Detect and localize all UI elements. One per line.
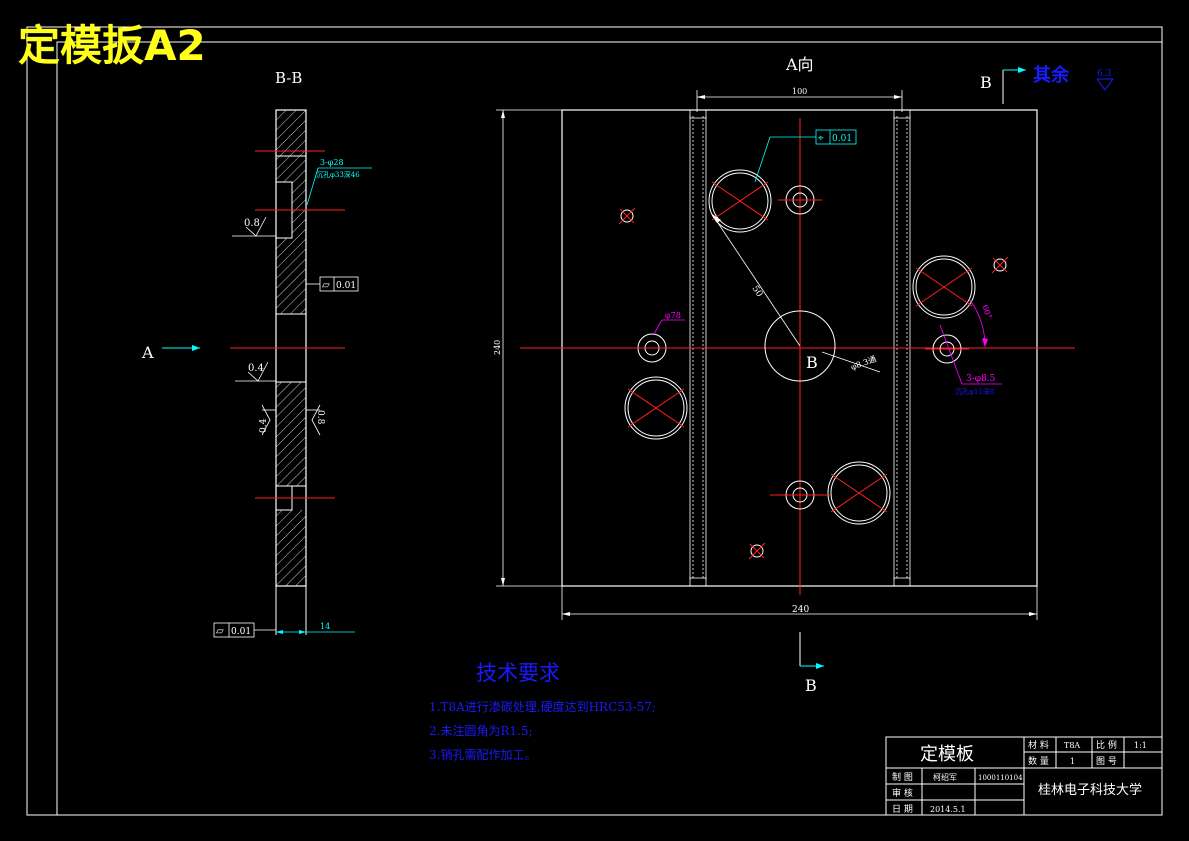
section-arrows: B B [799,67,1026,695]
tb-material-value: T8A [1064,741,1080,750]
tb-material-label: 材 料 [1028,739,1049,751]
roughness-04-side: 0.4 [259,418,269,433]
position-tol-symbol: ⌖ [818,133,824,144]
tb-scale-value: 1:1 [1134,741,1147,750]
dim-thickness: 14 [320,622,330,631]
tech-requirements: 技术要求 1.T8A进行渗碳处理,硬度达到HRC53-57; 2.未注圆角为R1… [429,661,656,762]
flatness-mid-symbol: ▱ [322,280,330,291]
tech-req-item-2: 2.未注圆角为R1.5; [429,723,533,738]
title-block-text: 定模板 材 料 T8A 比 例 1:1 数 量 1 图 号 制 图 柯绍军 10… [892,739,1147,815]
surface-note: 其余 6.3 [1033,64,1114,91]
dim-angle: 60° [980,304,993,320]
tb-drawn-label: 制 图 [892,771,913,783]
dim-small-hole: φ78 [665,311,681,320]
tb-date-value: 2014.5.1 [930,805,966,814]
roughness-04-mid: 0.4 [248,363,264,374]
dim-radius: 50 [750,284,765,299]
flatness-mid-value: 0.01 [336,281,356,291]
tb-drawn-value: 柯绍军 [933,772,957,782]
dim-left: 240 [493,340,502,355]
section-mark-bottom: B [805,676,817,695]
outer-border [26,26,1163,816]
section-hole-note-2: 沉孔φ33深46 [316,170,360,179]
dim-bottom: 240 [792,605,809,615]
view-arrow-a-label: A [141,343,154,362]
tb-quantity-label: 数 量 [1028,755,1049,767]
tb-drawing-no-label: 图 号 [1096,756,1117,767]
center-label-b: B [806,353,818,372]
tech-req-heading: 技术要求 [476,661,560,685]
flatness-bottom-value: 0.01 [231,627,251,637]
section-view: B-B A 3-φ28 沉孔φ33深46 [141,69,372,638]
surface-note-text: 其余 [1033,64,1070,86]
tb-date-label: 日 期 [892,804,913,815]
main-hole-note-1: 3-φ8.5 [966,374,996,384]
tb-school: 桂林电子科技大学 [1038,782,1142,798]
section-hole-note-1: 3-φ28 [320,158,344,167]
tb-scale-label: 比 例 [1096,739,1117,751]
main-view: A向 B [493,55,1075,620]
dim-center-hole: φ8.3通 [849,353,877,371]
tb-quantity-value: 1 [1070,757,1075,766]
main-hole-note-2: 沉孔φ15深8 [955,387,994,396]
roughness-08-top: 0.8 [244,218,260,229]
tech-req-item-3: 3.销孔需配作加工。 [429,748,536,762]
dim-top: 100 [792,87,807,96]
tech-req-item-1: 1.T8A进行渗碳处理,硬度达到HRC53-57; [429,699,656,714]
main-view-label: A向 [785,55,814,74]
surface-note-value: 6.3 [1097,69,1112,79]
position-tol-value: 0.01 [832,134,852,144]
roughness-08-side: 0.8 [315,410,325,425]
title-block [885,736,1163,816]
drawing-title: 定模扳A2 [18,21,206,70]
flatness-bottom-symbol: ▱ [216,626,224,637]
tb-id-value: 1000110104 [978,774,1023,782]
section-label: B-B [275,69,302,87]
tb-part-name: 定模板 [920,744,974,765]
section-mark-top: B [980,73,992,92]
inner-border [56,41,1163,816]
tb-check-label: 审 核 [892,787,913,799]
